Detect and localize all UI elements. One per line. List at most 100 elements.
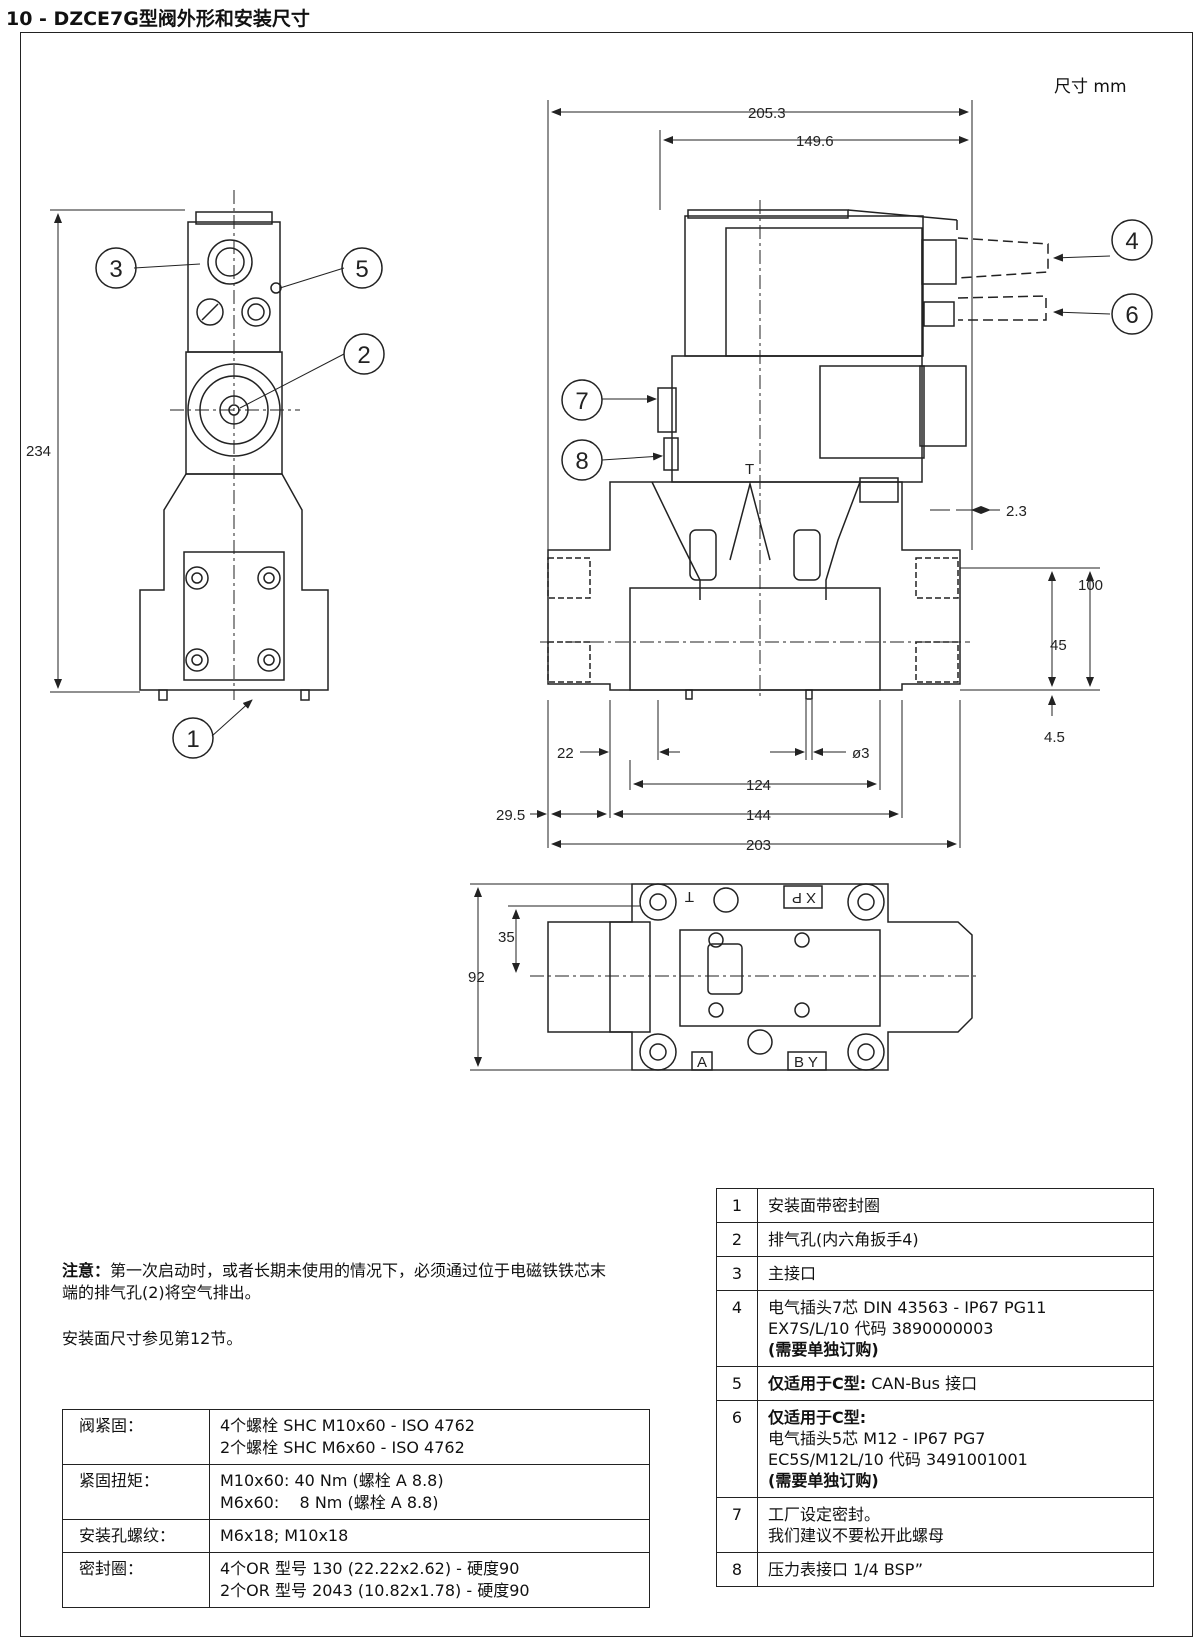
unit-label: 尺寸 mm — [1054, 77, 1127, 97]
part-number: 1 — [716, 1188, 758, 1223]
spec-row: 安装孔螺纹： M6x18; M10x18 — [62, 1519, 650, 1553]
part-description: 压力表接口 1/4 BSP” — [757, 1552, 1154, 1587]
callout-7: 7 — [575, 388, 588, 415]
port-label-t: T — [745, 461, 754, 478]
page-title: 10 - DZCE7G型阀外形和安装尺寸 — [6, 8, 310, 30]
bolt-hole — [185, 566, 209, 590]
dim-text: 234 — [26, 443, 51, 460]
callout-4: 4 — [1125, 228, 1138, 255]
spec-line: M6x18; M10x18 — [220, 1526, 349, 1545]
note-block: 注意：第一次启动时，或者长期未使用的情况下，必须通过位于电磁铁铁芯末端的排气孔(… — [62, 1260, 622, 1350]
part-line: EC5S/M12L/10 代码 3491001001 — [768, 1450, 1028, 1469]
dim-text: 92 — [468, 969, 485, 986]
part-order-note: (需要单独订购) — [768, 1340, 879, 1359]
part-number: 3 — [716, 1256, 758, 1291]
port-label-t-top: T — [685, 888, 694, 905]
side-view — [139, 190, 329, 701]
part-line: 主接口 — [768, 1264, 817, 1283]
plan-dims — [470, 883, 640, 1071]
callout-8: 8 — [575, 448, 588, 475]
spec-value: 4个螺栓 SHC M10x60 - ISO 4762 2个螺栓 SHC M6x60… — [209, 1409, 650, 1465]
part-description: 排气孔(内六角扳手4) — [757, 1222, 1154, 1257]
callout-5: 5 — [355, 256, 368, 283]
callout-1: 1 — [186, 726, 199, 753]
spec-line: 4个螺栓 SHC M10x60 - ISO 4762 — [220, 1416, 475, 1435]
part-line: CAN-Bus 接口 — [871, 1374, 978, 1393]
part-prefix: 仅适用于C型: — [768, 1408, 867, 1427]
part-line: 电气插头7芯 DIN 43563 - IP67 PG11 — [768, 1298, 1047, 1317]
part-number: 8 — [716, 1552, 758, 1587]
part-line: 安装面带密封圈 — [768, 1196, 881, 1215]
parts-row: 7 工厂设定密封。我们建议不要松开此螺母 — [716, 1497, 1154, 1553]
dim-text: 124 — [746, 777, 771, 794]
spec-key: 紧固扭矩： — [62, 1464, 210, 1520]
spec-line: M10x60: 40 Nm (螺栓 A 8.8) — [220, 1471, 444, 1490]
dim-text: 100 — [1078, 577, 1103, 594]
bolt-hole — [185, 648, 209, 672]
port-label-xp: X P — [792, 889, 816, 906]
part-line: 电气插头5芯 M12 - IP67 PG7 — [768, 1429, 986, 1448]
part-number: 2 — [716, 1222, 758, 1257]
port-label-a: A — [697, 1054, 707, 1071]
bolt-hole — [257, 648, 281, 672]
spec-row: 紧固扭矩： M10x60: 40 Nm (螺栓 A 8.8) M6x60: 8 Nm… — [62, 1464, 650, 1520]
front-view — [540, 200, 1049, 700]
spec-value: 4个OR 型号 130 (22.22x2.62) - 硬度90 2个OR 型号 2… — [209, 1552, 650, 1608]
dim-text: 205.3 — [748, 105, 786, 122]
dim-text: 22 — [557, 745, 574, 762]
parts-row: 8 压力表接口 1/4 BSP” — [716, 1552, 1154, 1587]
spec-line: 2个OR 型号 2043 (10.82x1.78) - 硬度90 — [220, 1581, 530, 1600]
callout-3: 3 — [109, 256, 122, 283]
dim-text: 35 — [498, 929, 515, 946]
dim-text: 203 — [746, 837, 771, 854]
dim-text: 2.3 — [1006, 503, 1027, 520]
spec-line: 4个OR 型号 130 (22.22x2.62) - 硬度90 — [220, 1559, 520, 1578]
part-description: 安装面带密封圈 — [757, 1188, 1154, 1223]
part-line: 压力表接口 1/4 BSP” — [768, 1560, 924, 1579]
part-number: 6 — [716, 1400, 758, 1498]
callout — [95, 219, 1153, 759]
part-number: 5 — [716, 1366, 758, 1401]
dim-text: 149.6 — [796, 133, 834, 150]
plan-hole — [847, 1033, 885, 1071]
spec-key: 密封圈： — [62, 1552, 210, 1608]
note-text: 第一次启动时，或者长期未使用的情况下，必须通过位于电磁铁铁芯末端的排气孔(2)将… — [62, 1261, 607, 1302]
note-ref: 安装面尺寸参见第12节。 — [62, 1329, 243, 1348]
part-line: 我们建议不要松开此螺母 — [768, 1526, 945, 1545]
plan-hole — [847, 883, 885, 921]
plan-hole — [639, 1033, 677, 1071]
front-dims — [530, 100, 1100, 848]
spec-key: 阀紧固： — [62, 1409, 210, 1465]
part-line: 工厂设定密封。 — [768, 1505, 881, 1524]
spec-key: 安装孔螺纹： — [62, 1519, 210, 1553]
part-number: 7 — [716, 1497, 758, 1553]
parts-row: 2 排气孔(内六角扳手4) — [716, 1222, 1154, 1257]
part-number: 4 — [716, 1290, 758, 1367]
drawing-frame — [20, 32, 1193, 1637]
callout-6: 6 — [1125, 302, 1138, 329]
callout-lines — [133, 253, 1111, 737]
spec-line: M6x60: 8 Nm (螺栓 A 8.8) — [220, 1493, 439, 1512]
part-line: 排气孔(内六角扳手4) — [768, 1230, 919, 1249]
dim-234 — [50, 209, 185, 693]
dim-text: 4.5 — [1044, 729, 1065, 746]
note-lead: 注意： — [62, 1261, 111, 1280]
spec-value: M6x18; M10x18 — [209, 1519, 650, 1553]
dim-text: 45 — [1050, 637, 1067, 654]
dim-text: ø3 — [852, 745, 870, 762]
plan-view — [530, 883, 980, 1071]
spec-value: M10x60: 40 Nm (螺栓 A 8.8) M6x60: 8 Nm (螺栓 … — [209, 1464, 650, 1520]
dim-text: 144 — [746, 807, 771, 824]
bolt-hole — [257, 566, 281, 590]
part-description: 主接口 — [757, 1256, 1154, 1291]
spec-line: 2个螺栓 SHC M6x60 - ISO 4762 — [220, 1438, 465, 1457]
spec-row: 阀紧固： 4个螺栓 SHC M10x60 - ISO 4762 2个螺栓 SHC M… — [62, 1409, 650, 1465]
plan-hole — [639, 883, 677, 921]
part-prefix: 仅适用于C型: — [768, 1374, 867, 1393]
spec-row: 密封圈： 4个OR 型号 130 (22.22x2.62) - 硬度90 2个OR … — [62, 1552, 650, 1608]
